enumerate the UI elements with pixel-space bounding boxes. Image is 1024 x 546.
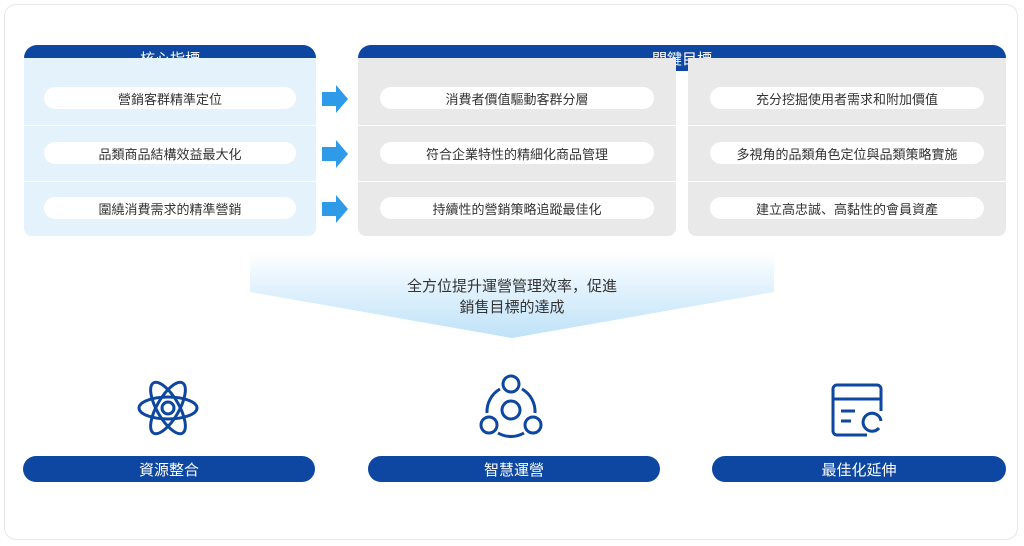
core-item: 品類商品結構效益最大化 <box>44 142 296 164</box>
key-goal-item: 持續性的營銷策略追蹤最佳化 <box>380 197 654 219</box>
outcome-label: 資源整合 <box>138 460 199 479</box>
outcome-smart-operation: 智慧運營 <box>368 456 660 482</box>
document-refresh-icon <box>831 383 883 437</box>
key-goal-label: 持續性的營銷策略追蹤最佳化 <box>432 202 602 218</box>
summary-line: 全方位提升運營管理效率，促進 <box>406 277 617 295</box>
row-divider <box>24 181 316 182</box>
core-item-label: 營銷客群精準定位 <box>117 92 222 108</box>
row-divider <box>688 181 1006 182</box>
key-goal-item: 消費者價值驅動客群分層 <box>380 87 654 109</box>
outcome-optimization-extension: 最佳化延伸 <box>712 456 1006 482</box>
right-arrow-icon <box>322 195 348 223</box>
right-arrow-icon <box>322 140 348 168</box>
outcome-label: 智慧運營 <box>483 460 544 479</box>
summary-text: 全方位提升運營管理效率，促進 銷售目標的達成 <box>250 276 774 318</box>
outcome-resource-integration: 資源整合 <box>23 456 315 482</box>
row-divider <box>688 125 1006 126</box>
cycle-network-icon <box>479 374 543 438</box>
core-item: 營銷客群精準定位 <box>44 87 296 109</box>
core-item-label: 圍繞消費需求的精準營銷 <box>98 202 242 218</box>
funnel-arrow-shape <box>250 252 774 338</box>
outcome-label: 最佳化延伸 <box>821 460 897 479</box>
core-item-label: 品類商品結構效益最大化 <box>98 147 242 163</box>
key-goal-item: 符合企業特性的精細化商品管理 <box>380 142 654 164</box>
key-goal-item: 多視角的品類角色定位與品類策略實施 <box>710 142 984 164</box>
row-divider <box>24 125 316 126</box>
key-goal-label: 建立高忠誠、高黏性的會員資產 <box>755 202 938 218</box>
key-goal-item: 建立高忠誠、高黏性的會員資產 <box>710 197 984 219</box>
key-goal-label: 消費者價值驅動客群分層 <box>445 92 589 108</box>
row-divider <box>358 125 676 126</box>
key-goal-label: 多視角的品類角色定位與品類策略實施 <box>736 147 958 163</box>
key-goal-item: 充分挖掘使用者需求和附加價值 <box>710 87 984 109</box>
atom-icon <box>137 380 199 436</box>
right-arrow-icon <box>322 85 348 113</box>
row-divider <box>358 181 676 182</box>
core-item: 圍繞消費需求的精準營銷 <box>44 197 296 219</box>
summary-line: 銷售目標的達成 <box>459 298 565 316</box>
key-goal-label: 符合企業特性的精細化商品管理 <box>425 147 608 163</box>
key-goal-label: 充分挖掘使用者需求和附加價值 <box>755 92 938 108</box>
